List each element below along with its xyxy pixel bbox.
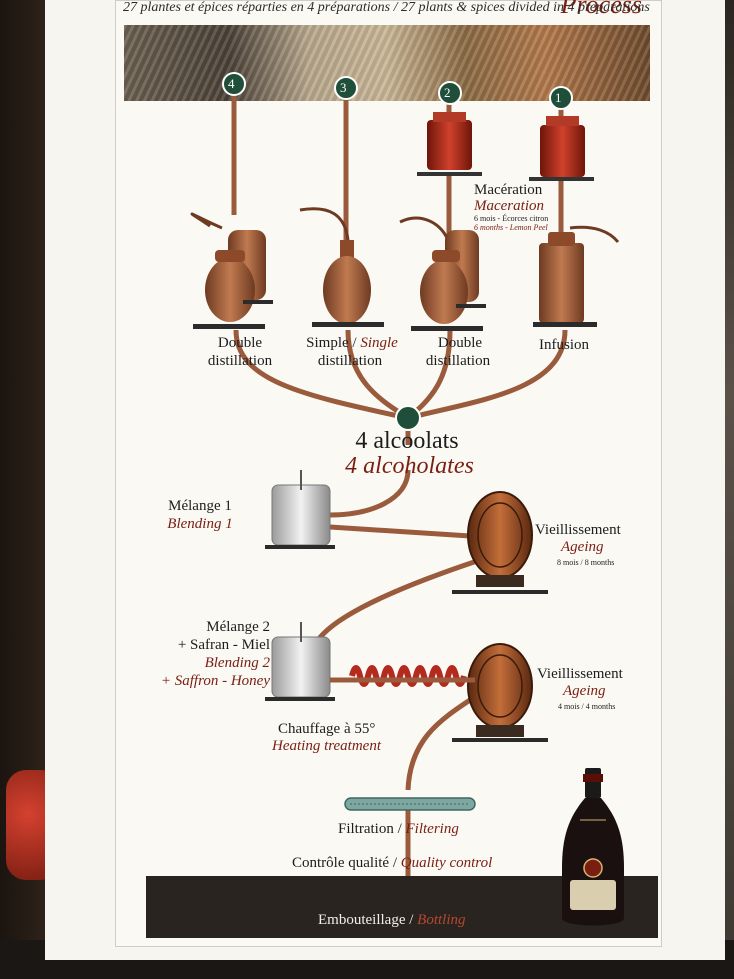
merge-node [395, 405, 421, 431]
simple-fr: Simple [306, 335, 349, 351]
infusion-label: Infusion [539, 337, 589, 353]
blending2-label-fr-b: + Safran - Miel [177, 637, 270, 653]
poster-subtitle: 27 plantes et épices réparties en 4 prép… [123, 0, 650, 16]
double-distillation-2-a: Double [437, 335, 483, 351]
ageing1-note: 8 mois / 8 months [557, 558, 615, 567]
blending1-label-en: Blending 1 [167, 516, 233, 532]
alcoolats-label: 4 alcoolats [355, 428, 459, 454]
simple-sep: / [348, 335, 361, 351]
step-number-4: 4 [228, 76, 235, 91]
bottling-fr: Embouteillage [318, 912, 406, 928]
still-double-1 [190, 212, 273, 329]
controle-fr: Contrôle qualité [292, 855, 390, 871]
blending-tank-1 [265, 470, 335, 549]
ageing1-label-en: Ageing [561, 539, 604, 555]
step-number-3: 3 [340, 80, 347, 95]
liqueur-bottle-icon [562, 768, 624, 926]
blending2-label-en-b: + Saffron - Honey [160, 673, 270, 689]
bottling-label: Embouteillage / Bottling [318, 912, 466, 929]
poster-title: Process [560, 0, 642, 19]
alcoholates-label: 4 alcoholates [345, 453, 474, 479]
controle-sep: / [389, 855, 401, 871]
filtration-fr: Filtration [338, 821, 394, 837]
bottling-sep: / [405, 912, 418, 928]
filtration-label: Filtration / Filtering [338, 820, 459, 838]
infusion-jar-1 [529, 116, 594, 181]
double-distillation-1-a: Double [217, 335, 263, 351]
quality-control-label: Contrôle qualité / Quality control [292, 854, 492, 872]
ageing2-label-fr: Vieillissement [537, 666, 623, 682]
ageing2-note: 4 mois / 4 months [558, 702, 616, 711]
step-node-3 [334, 76, 358, 100]
double-distillation-1-b: distillation [207, 353, 273, 369]
filter-bar [344, 797, 476, 811]
ageing1-label-fr: Vieillissement [535, 522, 621, 538]
blending2-label-fr: Mélange 2 [206, 619, 270, 635]
ageing2-label-en: Ageing [563, 683, 606, 699]
controle-en: Quality control [400, 855, 493, 871]
heating-label-en: Heating treatment [272, 738, 382, 754]
blending-tank-2 [265, 622, 335, 701]
step-number-1: 1 [555, 90, 562, 105]
infusion-vessel [533, 225, 620, 327]
still-double-2 [399, 216, 486, 331]
blending1-label-fr: Mélange 1 [168, 498, 232, 514]
double-distillation-2-b: distillation [425, 353, 491, 369]
heating-coil [330, 665, 475, 687]
heating-label-fr: Chauffage à 55° [278, 721, 376, 737]
simple-en: Single [360, 335, 398, 351]
ageing-barrel-1 [452, 491, 548, 594]
still-single [299, 207, 384, 327]
ageing-barrel-2 [452, 643, 548, 742]
subtitle-separator: / [390, 0, 402, 15]
filtration-en: Filtering [405, 821, 459, 837]
step-node-2 [438, 81, 462, 105]
maceration-label-fr: Macération [474, 182, 543, 198]
single-distillation-a: Simple / Single [292, 334, 412, 352]
step-number-2: 2 [444, 85, 451, 100]
maceration-jar-2 [417, 112, 482, 176]
blending2-label-en: Blending 2 [204, 655, 270, 671]
maceration-label-en: Maceration [474, 198, 544, 214]
subtitle-en: 27 plants & spices divided in 4 preparat… [401, 0, 650, 15]
single-distillation-b: distillation [317, 353, 383, 369]
filtration-sep: / [393, 821, 406, 837]
bottling-en: Bottling [417, 912, 466, 928]
step-node-1 [549, 86, 573, 110]
step-node-4 [222, 72, 246, 96]
maceration-note-fr: 6 mois - Écorces citron [474, 214, 549, 223]
subtitle-fr: 27 plantes et épices réparties en 4 prép… [123, 0, 391, 15]
maceration-note-en: 6 months - Lemon Peel [474, 223, 548, 232]
